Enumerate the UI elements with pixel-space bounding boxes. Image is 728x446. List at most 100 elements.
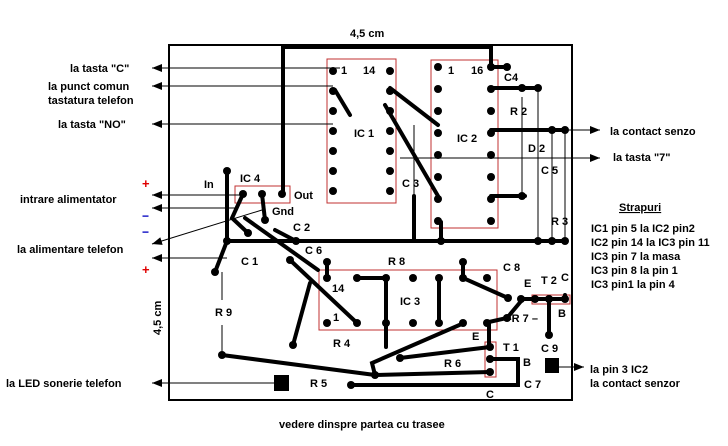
solder-pad	[486, 355, 494, 363]
solder-pad	[329, 167, 337, 175]
solder-pad	[258, 190, 266, 198]
solder-pad	[503, 314, 511, 322]
solder-pad	[534, 84, 542, 92]
solder-pad	[503, 63, 511, 71]
solder-pad	[504, 294, 512, 302]
label-tastatura: tastatura telefon	[48, 95, 134, 107]
plus-sign: +	[142, 176, 150, 191]
caption: vedere dinspre partea cu trasee	[279, 419, 445, 431]
r5-label: R 5	[310, 378, 327, 390]
label-contact-senzo: la contact senzo	[610, 126, 696, 138]
solder-pad	[561, 295, 569, 303]
ic3-pin14-label: 14	[332, 283, 345, 295]
pads	[211, 63, 569, 389]
solder-pad	[223, 237, 231, 245]
c5-label: C 5	[541, 165, 558, 177]
solder-pad	[329, 87, 337, 95]
t2-base-label: B	[558, 308, 566, 320]
solder-pad	[386, 187, 394, 195]
strap-item: IC3 pin1 la pin 4	[591, 279, 676, 291]
c7-label: C 7	[524, 379, 541, 391]
solder-pad	[434, 195, 442, 203]
solder-pad	[386, 87, 394, 95]
c1-label: C 1	[241, 256, 258, 268]
solder-pad	[386, 147, 394, 155]
solder-pad	[409, 319, 417, 327]
solder-pad	[459, 319, 467, 327]
r2-label: R 2	[510, 106, 527, 118]
label-punct-comun: la punct comun	[48, 81, 130, 93]
solder-pad	[459, 274, 467, 282]
c9-label: C 9	[541, 343, 558, 355]
minus-sign: −	[142, 209, 149, 223]
left-dimension: 4,5 cm	[152, 301, 164, 335]
in-label: In	[204, 179, 214, 191]
solder-pad	[347, 381, 355, 389]
ic1-pin14-label: 14	[363, 65, 376, 77]
solder-pad	[487, 107, 495, 115]
solder-pad	[548, 237, 556, 245]
c3-label: C 3	[402, 178, 419, 190]
component-labels: IC 1 IC 2 IC 3 IC 4 1 14 1 16 14 1 In Ou…	[204, 65, 569, 401]
solder-pad	[371, 371, 379, 379]
r4-label: R 4	[333, 338, 351, 350]
solder-pad	[353, 319, 361, 327]
strap-item: IC1 pin 5 la IC2 pin2	[591, 223, 695, 235]
ic1-label: IC 1	[354, 128, 374, 140]
top-dimension: 4,5 cm	[350, 28, 384, 40]
solder-pad	[386, 67, 394, 75]
label-intrare-alimentator: intrare alimentator	[20, 194, 117, 206]
c2-label: C 2	[293, 222, 310, 234]
solder-pad	[434, 63, 442, 71]
solder-pad	[386, 127, 394, 135]
strap-item: IC2 pin 14 la IC3 pin 11	[591, 237, 710, 249]
solder-pad	[487, 195, 495, 203]
solder-pad	[531, 295, 539, 303]
solder-pad	[323, 319, 331, 327]
wires	[151, 64, 600, 387]
solder-pad	[434, 107, 442, 115]
solder-pad	[518, 192, 526, 200]
solder-pad	[487, 85, 495, 93]
t1-base-label: B	[523, 357, 531, 369]
solder-pad	[382, 319, 390, 327]
strap-item: IC3 pin 8 la pin 1	[591, 265, 678, 277]
solder-pad	[211, 268, 219, 276]
strapuri-title: Strapuri	[619, 202, 661, 214]
t2-label: T 2	[541, 275, 557, 287]
t1-label: T 1	[503, 342, 519, 354]
label-led-sonerie: la LED sonerie telefon	[6, 378, 122, 390]
solder-pad	[459, 258, 467, 266]
solder-pad	[486, 343, 494, 351]
t2-collector-label: C	[561, 272, 569, 284]
solder-pad	[382, 274, 390, 282]
solder-pad	[409, 274, 417, 282]
out-label: Out	[294, 190, 313, 202]
solder-pad	[329, 127, 337, 135]
solder-pad	[487, 129, 495, 137]
plus-sign: +	[142, 262, 150, 277]
r6-label: R 6	[444, 358, 461, 370]
solder-pad	[353, 274, 361, 282]
label-tasta-c: la tasta "C"	[70, 63, 129, 75]
solder-pad	[545, 331, 553, 339]
minus-sign: −	[142, 225, 149, 239]
solder-pad	[286, 256, 294, 264]
solder-pad	[434, 217, 442, 225]
solder-pad	[435, 319, 443, 327]
solder-pad	[323, 258, 331, 266]
solder-pad	[244, 229, 252, 237]
ic2-pin16-label: 16	[471, 65, 483, 77]
sensor-connector-pad	[545, 358, 559, 373]
label-tasta-7: la tasta "7"	[613, 152, 671, 164]
label-alimentare-telefon: la alimentare telefon	[17, 244, 124, 256]
solder-pad	[434, 151, 442, 159]
solder-pad	[386, 107, 394, 115]
solder-pad	[434, 173, 442, 181]
label-tasta-no: la tasta "NO"	[58, 119, 126, 131]
solder-pad	[487, 151, 495, 159]
solder-pad	[483, 274, 491, 282]
t2-emitter-label: E	[524, 278, 531, 290]
solder-pad	[435, 274, 443, 282]
